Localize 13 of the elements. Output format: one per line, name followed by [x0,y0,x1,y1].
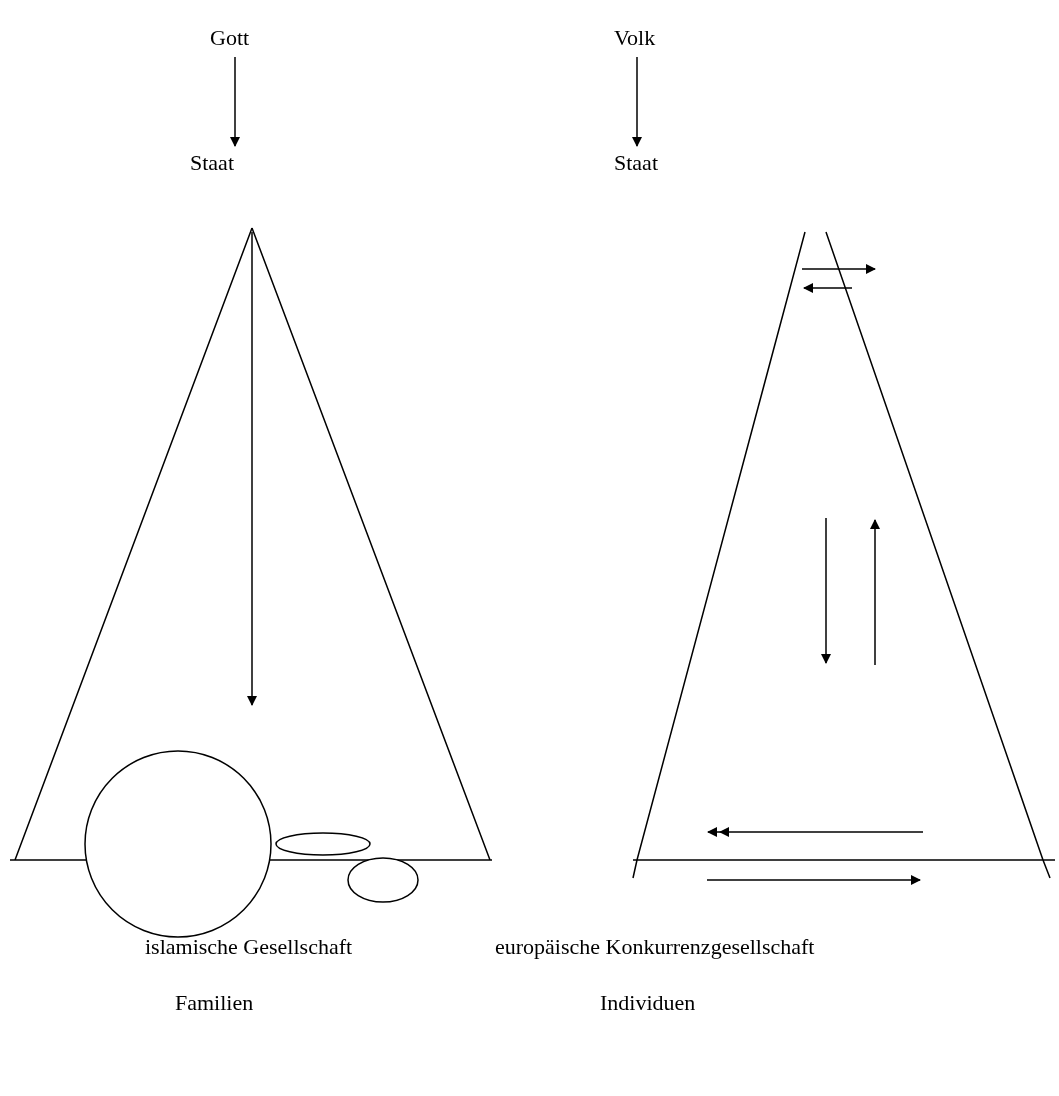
node-label: Staat [614,150,666,176]
circle-shape [84,750,272,938]
node-label: Gott [210,25,260,51]
node-label: Staat [190,150,242,176]
node-label: Familien [175,990,254,1016]
node-label: Individuen [600,990,696,1016]
node-label: islamische Gesellschaft [145,934,353,960]
node-label: europäische Konkurrenzgesellschaft [495,934,815,960]
node-label: Volk [614,25,660,51]
arrow [230,56,240,147]
arrow [632,56,642,147]
ellipse-shape [347,857,419,903]
ellipse-shape [275,832,371,856]
